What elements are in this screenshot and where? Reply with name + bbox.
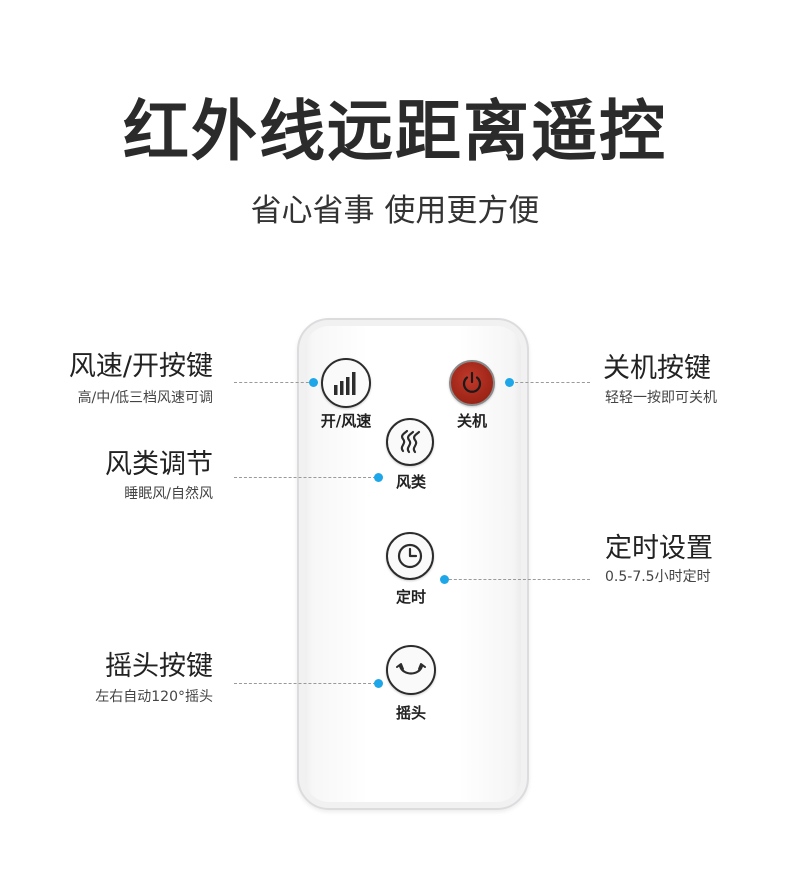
speed-callout-dot (309, 378, 318, 387)
power-button-label: 关机 (456, 412, 487, 430)
speed-button-label: 开/风速 (320, 412, 372, 430)
speed-on-button[interactable] (321, 358, 371, 408)
timer-button[interactable] (386, 532, 434, 580)
timer-button-label: 定时 (395, 588, 426, 606)
speed-callout-line (234, 382, 314, 383)
speed-callout-desc: 高/中/低三档风速可调 (77, 390, 213, 406)
clock-icon (397, 543, 423, 569)
swing-arrow-icon (396, 663, 426, 675)
swing-callout-title: 摇头按键 (105, 651, 213, 682)
remote-control: 开/风速 关机 风类 定时 摇头 (297, 318, 529, 810)
swing-callout-line (234, 683, 376, 684)
wind-wave-icon (400, 429, 421, 454)
timer-callout-line (444, 579, 590, 580)
wind-mode-button-label: 风类 (395, 473, 426, 491)
mode-callout-dot (374, 473, 383, 482)
timer-callout-dot (440, 575, 449, 584)
power-callout-desc: 轻轻一按即可关机 (605, 390, 717, 406)
swing-button[interactable] (386, 645, 436, 695)
page-title: 红外线远距离遥控 (123, 93, 667, 170)
power-callout-title: 关机按键 (603, 353, 711, 384)
signal-bars-icon (334, 372, 356, 395)
swing-button-label: 摇头 (395, 704, 426, 722)
power-icon (462, 371, 482, 393)
power-off-button[interactable] (449, 360, 495, 406)
timer-callout-title: 定时设置 (605, 533, 713, 564)
timer-callout-desc: 0.5-7.5小时定时 (605, 569, 711, 585)
wind-mode-button[interactable] (386, 418, 434, 466)
speed-callout-title: 风速/开按键 (68, 351, 213, 382)
power-callout-line (510, 382, 590, 383)
mode-callout-title: 风类调节 (105, 449, 213, 480)
power-callout-dot (505, 378, 514, 387)
swing-callout-dot (374, 679, 383, 688)
swing-callout-desc: 左右自动120°摇头 (95, 689, 213, 705)
page-subtitle: 省心省事 使用更方便 (250, 193, 540, 229)
mode-callout-desc: 睡眠风/自然风 (124, 486, 213, 502)
mode-callout-line (234, 477, 376, 478)
